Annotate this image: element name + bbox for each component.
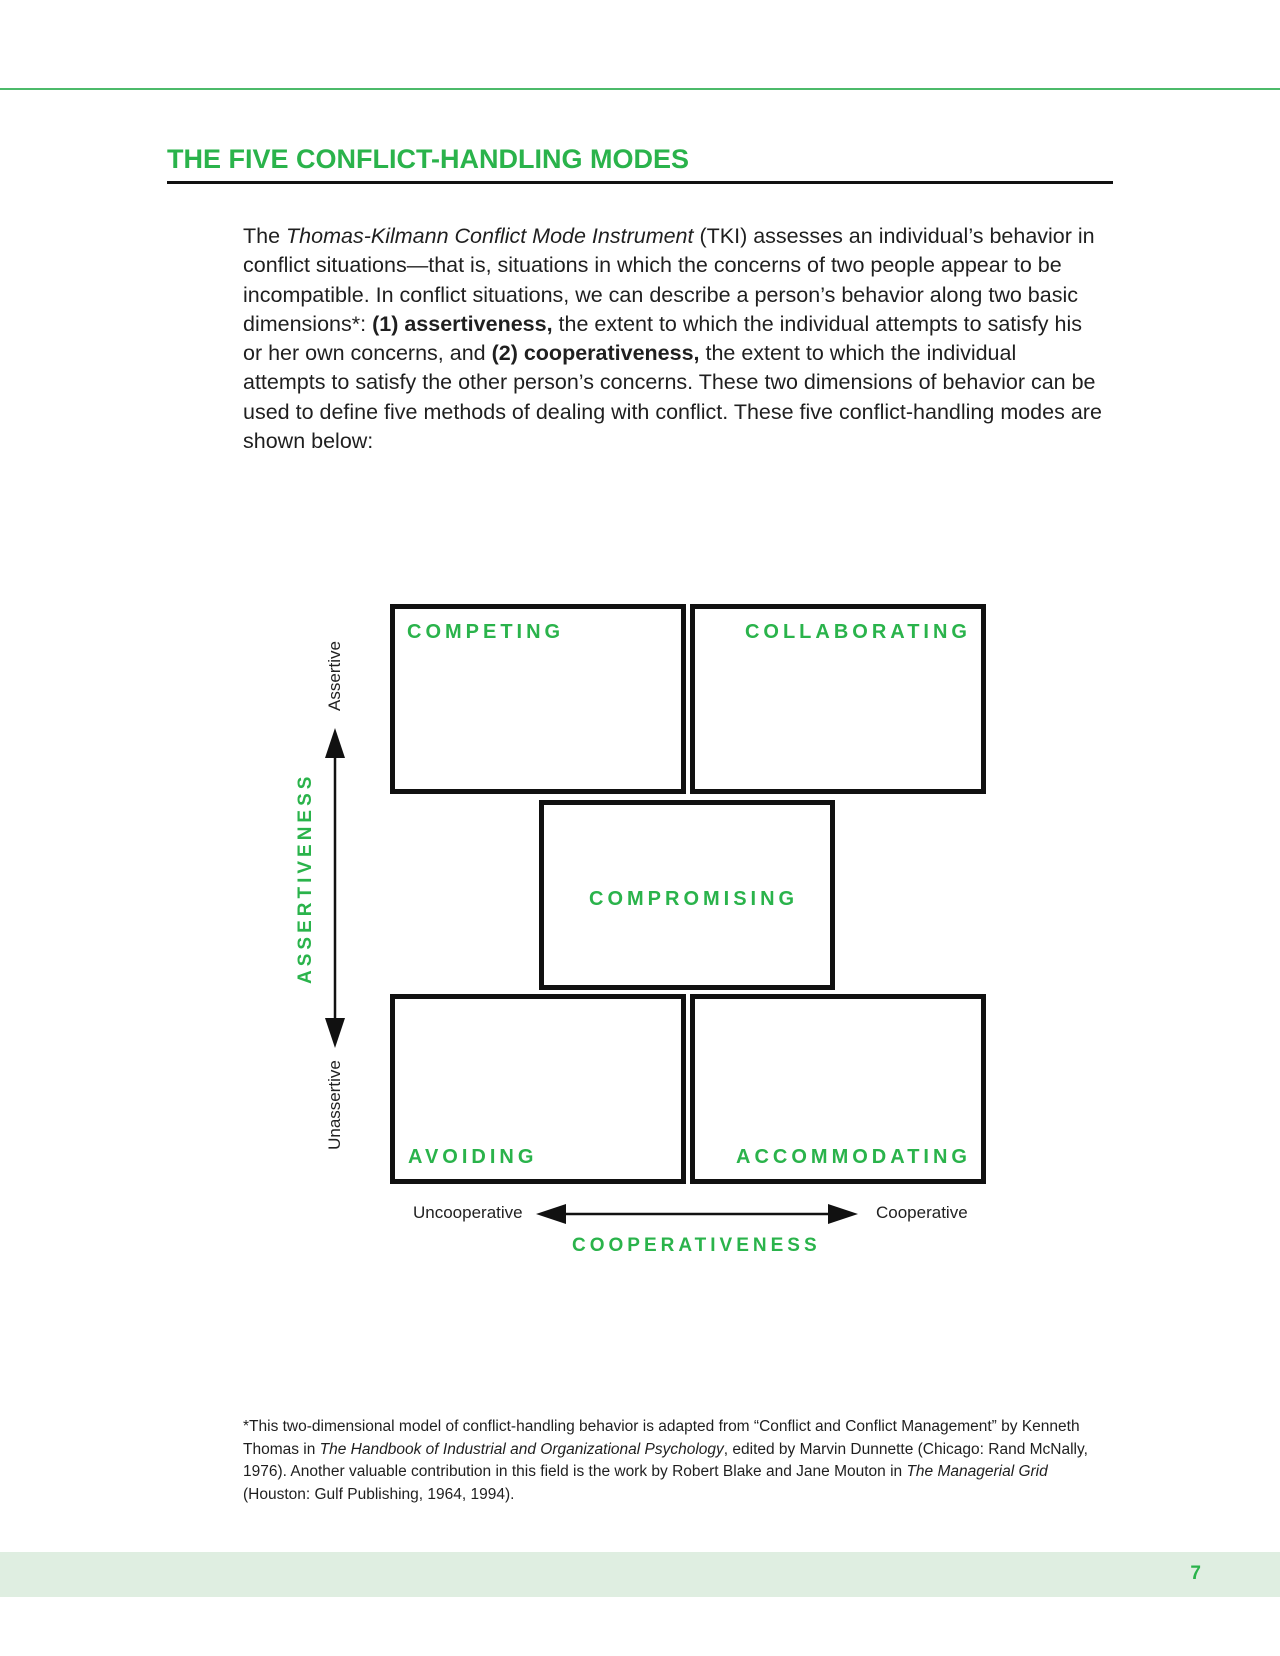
compromising-box: COMPROMISING bbox=[539, 800, 835, 990]
page-title: THE FIVE CONFLICT-HANDLING MODES bbox=[167, 144, 689, 174]
unassertive-label: Unassertive bbox=[325, 1060, 344, 1150]
intro-text: (TKI) assesses an individual’s behavior … bbox=[243, 224, 1095, 336]
intro-text: The bbox=[243, 224, 287, 248]
cooperative-label: Cooperative bbox=[876, 1203, 968, 1222]
competing-box: COMPETING bbox=[390, 604, 686, 794]
avoiding-box: AVOIDING bbox=[390, 994, 686, 1184]
cooperativeness-axis-title: COOPERATIVENESS bbox=[572, 1235, 821, 1256]
accommodating-label: ACCOMMODATING bbox=[736, 1146, 971, 1168]
avoiding-label: AVOIDING bbox=[408, 1146, 538, 1168]
intro-text: the extent to which the individual attem… bbox=[243, 311, 1082, 366]
arrow-down-icon bbox=[325, 1018, 345, 1048]
handbook-title: The Handbook of Industrial and Organizat… bbox=[319, 1440, 724, 1458]
page-number: 7 bbox=[1190, 1563, 1201, 1584]
arrow-left-icon bbox=[536, 1204, 566, 1224]
collaborating-label: COLLABORATING bbox=[744, 621, 971, 643]
cooperativeness-term: (2) cooperativeness, bbox=[491, 341, 700, 366]
footnote-text: , edited by Marvin Dunnette (Chicago: Ra… bbox=[243, 1440, 1088, 1481]
competing-label: COMPETING bbox=[407, 621, 565, 643]
arrow-up-icon bbox=[325, 728, 345, 758]
arrow-right-icon bbox=[828, 1204, 858, 1224]
accommodating-box: ACCOMMODATING bbox=[690, 994, 986, 1184]
footer-band bbox=[0, 1552, 1280, 1597]
footnote-text: *This two-dimensional model of conflict-… bbox=[243, 1418, 1080, 1458]
intro-text: the extent to which the individual attem… bbox=[243, 341, 1102, 454]
footnote-text: (Houston: Gulf Publishing, 1964, 1994). bbox=[243, 1486, 515, 1504]
assertiveness-axis-title: ASSERTIVENESS bbox=[295, 772, 316, 984]
footnote: *This two-dimensional model of conflict-… bbox=[243, 1416, 1103, 1507]
managerial-grid-title: The Managerial Grid bbox=[906, 1463, 1048, 1481]
assertiveness-term: (1) assertiveness, bbox=[372, 311, 553, 336]
compromising-label: COMPROMISING bbox=[589, 888, 799, 910]
title-underline bbox=[167, 181, 1113, 184]
assertive-label: Assertive bbox=[325, 641, 344, 711]
collaborating-box: COLLABORATING bbox=[690, 604, 986, 794]
top-rule bbox=[0, 88, 1280, 90]
instrument-name: Thomas-Kilmann Conflict Mode Instrument bbox=[286, 224, 694, 248]
uncooperative-label: Uncooperative bbox=[413, 1203, 523, 1222]
intro-paragraph: The Thomas-Kilmann Conflict Mode Instrum… bbox=[243, 222, 1103, 456]
